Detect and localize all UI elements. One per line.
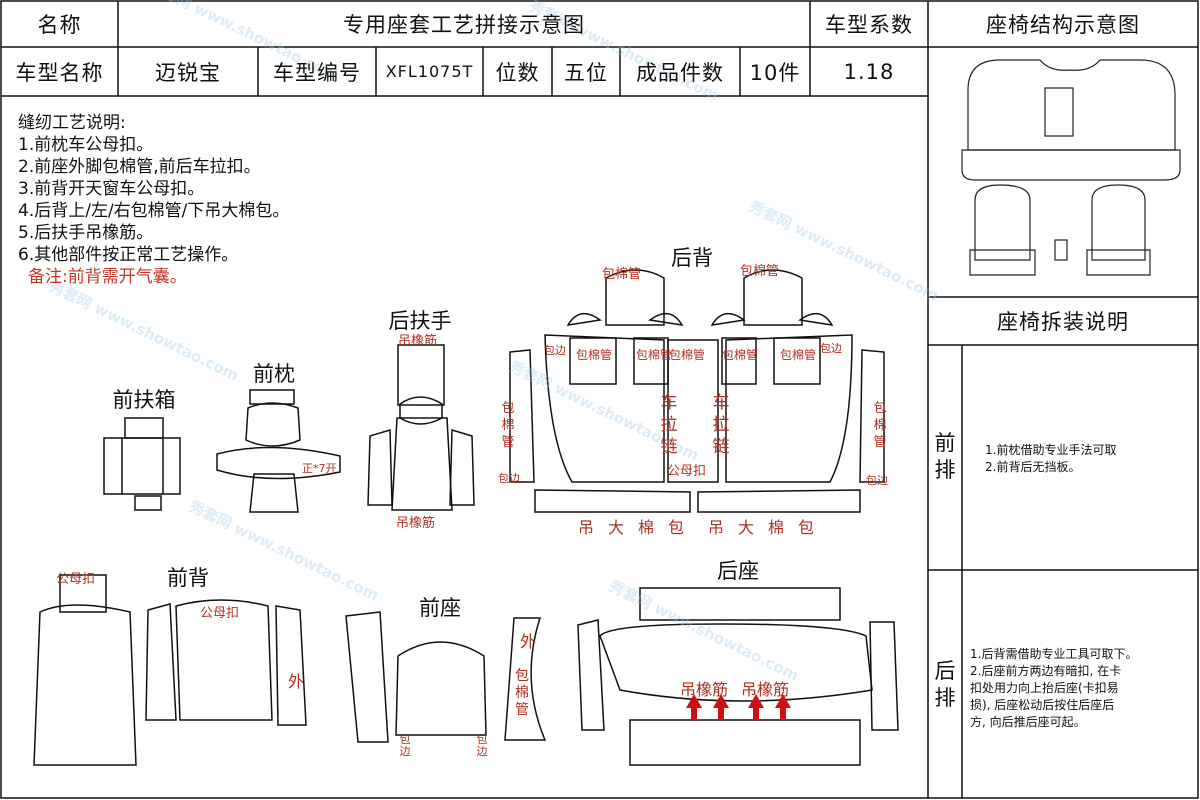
coef-label: 车型系数: [825, 13, 913, 37]
label-front-headrest: 前枕: [253, 362, 295, 386]
annotation-pad-tube: 包棉管: [576, 348, 613, 362]
rear-armrest-pieces: [367, 344, 475, 511]
annotation-pad-tube: 包棉管: [780, 348, 817, 362]
annotation-pad-tube: 包棉管: [636, 348, 673, 362]
annotation-pad-tube-vertical: 包棉管: [873, 401, 887, 450]
instruction-line: 2.前背后无挡板。: [985, 460, 1081, 474]
annotation-outer: 外: [520, 632, 537, 651]
annotation-hang-rubber: 吊橡筋: [680, 680, 729, 699]
annotation-pad-edge: 包边: [544, 344, 566, 357]
annotation-male-female: 公母扣: [667, 464, 707, 479]
pieces-value: 10件: [749, 60, 801, 85]
disassembly-title: 座椅拆装说明: [997, 310, 1129, 334]
structure-title: 座椅结构示意图: [986, 13, 1140, 37]
annotation-pad-tube: 包棉管: [722, 348, 759, 362]
notes-title: 缝纫工艺说明:: [18, 113, 126, 133]
front-row-label: 前排: [934, 431, 956, 482]
note-item: 2.前座外脚包棉管,前后车拉扣。: [18, 157, 261, 177]
annotation-hang-cotton: 吊大棉包: [578, 518, 699, 537]
instruction-line: 方, 向后推后座可起。: [970, 715, 1086, 729]
label-front-armrest-box: 前扶箱: [112, 388, 176, 412]
annotation-pad-tube: 包棉管: [602, 267, 642, 282]
annotation-male-female: 公母扣: [200, 606, 240, 621]
annotation-hang-rubber: 吊橡筋: [398, 334, 438, 349]
page-title: 专用座套工艺拼接示意图: [343, 13, 585, 37]
front-headrest-pieces: [216, 389, 341, 513]
annotation-pad-tube-vertical: 包棉管: [515, 668, 529, 718]
annotation-pad-edge-vertical: 包边: [476, 733, 488, 758]
instruction-line: 扣处用力向上抬后座(卡扣易: [970, 681, 1119, 695]
label-rear-back: 后背: [671, 246, 713, 270]
instruction-line: 1.后背需借助专业工具可取下。: [970, 647, 1138, 661]
model-name-label: 车型名称: [15, 60, 104, 85]
pieces-label: 成品件数: [636, 60, 724, 85]
annotation-pad-tube: 包棉管: [740, 264, 780, 279]
annotation-zipper: 车拉链: [660, 393, 678, 457]
model-name: 迈锐宝: [155, 60, 221, 85]
front-seat-pieces: [345, 611, 547, 743]
note-item: 5.后扶手吊橡筋。: [18, 223, 154, 243]
coef-value: 1.18: [843, 59, 895, 84]
label-front-back: 前背: [167, 566, 209, 590]
annotation-pad-edge: 包边: [820, 342, 842, 355]
annotation-hang-cotton: 吊大棉包: [708, 518, 829, 537]
hang-rubber-arrows: [686, 694, 791, 720]
annotation-pad-edge-vertical: 包边: [399, 733, 411, 758]
note-item: 3.前背开天窗车公母扣。: [18, 179, 205, 199]
front-row-instructions: 1.前枕借助专业手法可取 2.前背后无挡板。: [985, 442, 1116, 476]
annotation-pad-edge: 包边: [498, 472, 520, 485]
note-item: 6.其他部件按正常工艺操作。: [18, 245, 239, 265]
note-item: 1.前枕车公母扣。: [18, 135, 154, 155]
label-rear-armrest: 后扶手: [388, 309, 452, 333]
annotation-pad-tube: 包棉管: [669, 348, 706, 362]
rear-row-instructions: 1.后背需借助专业工具可取下。 2.后座前方两边有暗扣, 在卡 扣处用力向上抬后…: [970, 646, 1194, 731]
instruction-line: 1.前枕借助专业手法可取: [985, 443, 1117, 457]
model-code: XFL1075T: [385, 62, 474, 81]
annotation-zipper: 车拉链: [712, 393, 730, 457]
notes-remark: 备注:前背需开气囊。: [28, 267, 187, 287]
seats-label: 位数: [495, 60, 540, 85]
annotation-hang-rubber: 吊橡筋: [396, 516, 436, 531]
label-rear-seat: 后座: [717, 559, 759, 583]
annotation-outer: 外: [288, 672, 305, 691]
annotation-hang-rubber: 吊橡筋: [741, 680, 790, 699]
instruction-line: 2.后座前方两边有暗扣, 在卡: [970, 664, 1122, 678]
annotation-front7: 正*7开: [302, 462, 337, 475]
annotation-pad-tube-vertical: 包棉管: [501, 401, 515, 450]
rear-row-label: 后排: [934, 659, 956, 710]
name-label: 名称: [37, 13, 82, 37]
annotation-pad-edge: 包边: [866, 474, 888, 487]
instruction-line: 损), 后座松动后按住后座后: [970, 698, 1115, 712]
note-item: 4.后背上/左/右包棉管/下吊大棉包。: [18, 201, 290, 221]
rear-back-pieces: [509, 269, 885, 513]
rear-seat-pieces: [577, 587, 899, 766]
label-front-seat: 前座: [419, 596, 461, 620]
sewing-notes: 缝纫工艺说明: 1.前枕车公母扣。 2.前座外脚包棉管,前后车拉扣。 3.前背开…: [18, 112, 289, 288]
seats-value: 五位: [564, 60, 608, 85]
front-back-pieces: [33, 574, 307, 766]
front-armrest-box-pieces: [103, 417, 181, 511]
annotation-male-female: 公母扣: [56, 572, 96, 587]
seat-structure-drawing: [961, 59, 1181, 276]
model-code-label: 车型编号: [273, 60, 361, 85]
